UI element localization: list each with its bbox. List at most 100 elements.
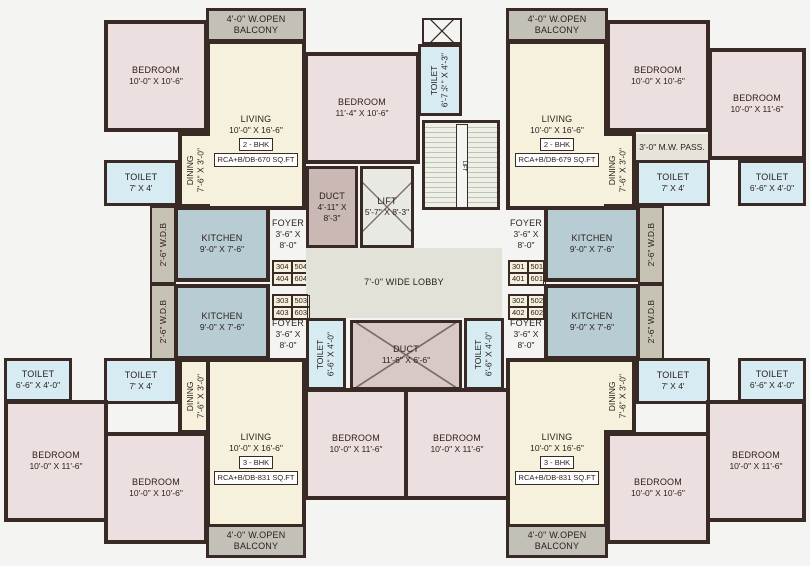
duct-label: DUCT: [393, 344, 419, 355]
living-dims: 10'-0" X 16'-6": [530, 443, 584, 454]
bedroom-label: BEDROOM: [332, 433, 380, 444]
toilet-label: TOILET: [656, 172, 690, 183]
duct-top: DUCT 4'-11" X 8'-3": [306, 166, 358, 248]
bedroom-bottom-right-a: BEDROOM 10'-0" X 10'-6": [606, 432, 710, 544]
unit-area-tag: RCA+B/DB-831 SQ.FT: [213, 471, 299, 485]
kitchen-bottom-left: KITCHEN 9'-0" X 7'-6": [174, 284, 270, 360]
kitchen-dims: 9'-0" X 7'-6": [199, 322, 245, 333]
mw-pass: 3'-0" M.W. PASS.: [636, 134, 708, 160]
toilet-label: TOILET: [755, 369, 789, 380]
foyer-bottom-left: FOYER 3'-6" X 8'-0": [268, 314, 308, 354]
bedroom-label: BEDROOM: [433, 433, 481, 444]
duct-dims: 11'-6" X 6'-6": [381, 355, 431, 366]
living-label: LIVING: [240, 114, 272, 124]
toilet-label: TOILET: [124, 172, 158, 183]
wdb-label: 2'-6" W.D.B: [157, 300, 168, 344]
toilet-label: TOILET: [21, 369, 55, 380]
living-dims: 10'-0" X 16'-6": [229, 443, 283, 454]
toilet-dims: 6'-6" X 4'-0": [15, 380, 61, 391]
bedroom-dims: 10'-0" X 11'-6": [729, 461, 783, 472]
toilet-bottom-left-a: TOILET 6'-6" X 4'-0": [4, 358, 72, 402]
living-dims: 10'-0" X 16'-6": [530, 125, 584, 136]
kitchen-label: KITCHEN: [571, 233, 613, 244]
bedroom-label: BEDROOM: [132, 477, 180, 488]
duct-dims: 4'-11" X 8'-3": [317, 202, 347, 223]
foyer-label: FOYER: [271, 217, 304, 228]
wdb-top-right: 2'-6" W.D.B: [638, 206, 664, 284]
living-bottom-left: LIVING 10'-0" X 16'-6" 3 - BHK RCA+B/DB-…: [206, 358, 306, 528]
bedroom-label: BEDROOM: [733, 93, 781, 104]
bedroom-label: BEDROOM: [732, 450, 780, 461]
toilet-label: TOILET: [656, 370, 690, 381]
toilet-dims: 6'-6" X 4'-0": [749, 380, 795, 391]
toilet-dims: 7' X 4': [129, 381, 153, 392]
wdb-label: 2'-6" W.D.B: [157, 223, 168, 267]
stair-label: LIFT: [456, 124, 468, 208]
foyer-top-left: FOYER 3'-6" X 8'-0": [268, 206, 308, 262]
balcony-label: 4'-0" W.OPEN BALCONY: [527, 529, 587, 551]
bedroom-bottom-left-b: BEDROOM 10'-0" X 10'-6": [104, 432, 208, 544]
kitchen-dims: 9'-0" X 7'-6": [199, 244, 245, 255]
living-label: LIVING: [240, 432, 272, 442]
bedroom-dims: 10'-0" X 10'-6": [631, 76, 685, 87]
lift-label: LIFT: [377, 196, 397, 207]
kitchen-top-right: KITCHEN 9'-0" X 7'-6": [544, 206, 640, 282]
bedroom-bottom-right-b: BEDROOM 10'-0" X 11'-6": [706, 400, 806, 522]
foyer-bottom-right: FOYER 3'-6" X 8'-0": [506, 314, 546, 354]
duct-center: DUCT 11'-6" X 6'-6": [350, 320, 462, 390]
kitchen-dims: 9'-0" X 7'-6": [569, 322, 615, 333]
lobby: 7'-0" WIDE LOBBY: [306, 248, 502, 318]
wdb-bottom-right: 2'-6" W.D.B: [638, 284, 664, 360]
toilet-dims: 7' X 4': [661, 183, 685, 194]
lift-dims: 5'-7" X 8'-3": [364, 207, 410, 218]
kitchen-bottom-right: KITCHEN 9'-0" X 7'-6": [544, 284, 640, 360]
living-label: LIVING: [541, 432, 573, 442]
foyer-dims: 3'-6" X 8'-0": [513, 329, 539, 350]
living-bottom-right: LIVING 10'-0" X 16'-6" 3 - BHK RCA+B/DB-…: [506, 358, 608, 528]
bedroom-dims: 10'-0" X 11'-6": [430, 444, 484, 455]
unit-type-tag: 3 - BHK: [238, 455, 274, 470]
unit-area-tag: RCA+B/DB-670 SQ.FT: [213, 153, 299, 167]
bedroom-bottom-left-a: BEDROOM 10'-0" X 11'-6": [4, 400, 108, 522]
duct-label: DUCT: [319, 190, 345, 201]
bedroom-label: BEDROOM: [634, 477, 682, 488]
bedroom-label: BEDROOM: [132, 65, 180, 76]
bedroom-dims: 10'-0" X 11'-6": [730, 104, 784, 115]
wdb-label: 2'-6" W.D.B: [645, 223, 656, 267]
foyer-dims: 3'-6" X 8'-0": [513, 229, 539, 250]
bedroom-dims: 10'-0" X 11'-6": [329, 444, 383, 455]
wdb-label: 2'-6" W.D.B: [645, 300, 656, 344]
toilet-top-right-b: TOILET 6'-6" X 4'-0": [738, 160, 806, 206]
kitchen-label: KITCHEN: [201, 233, 243, 244]
bedroom-bottom-center-right: BEDROOM 10'-0" X 11'-6": [404, 388, 510, 500]
foyer-top-right: FOYER 3'-6" X 8'-0": [506, 206, 546, 262]
foyer-label: FOYER: [509, 317, 542, 328]
balcony-label: 4'-0" W.OPEN BALCONY: [226, 13, 286, 35]
toilet-dims: 7' X 4': [129, 183, 153, 194]
lobby-label: 7'-0" WIDE LOBBY: [364, 277, 444, 288]
unit-area-tag: RCA+B/DB-831 SQ.FT: [514, 471, 600, 485]
foyer-dims: 3'-6" X 8'-0": [275, 229, 301, 250]
living-label: LIVING: [541, 114, 573, 124]
toilet-label: TOILET: [755, 172, 789, 183]
balcony-label: 4'-0" W.OPEN BALCONY: [226, 529, 286, 551]
kitchen-label: KITCHEN: [571, 311, 613, 322]
unit-type-tag: 3 - BHK: [539, 455, 575, 470]
toilet-dims: 7' X 4': [661, 381, 685, 392]
mw-pass-label: 3'-0" M.W. PASS.: [639, 141, 705, 152]
bedroom-dims: 10'-0" X 10'-6": [129, 76, 183, 87]
toilet-bottom-right-b: TOILET 6'-6" X 4'-0": [738, 358, 806, 402]
